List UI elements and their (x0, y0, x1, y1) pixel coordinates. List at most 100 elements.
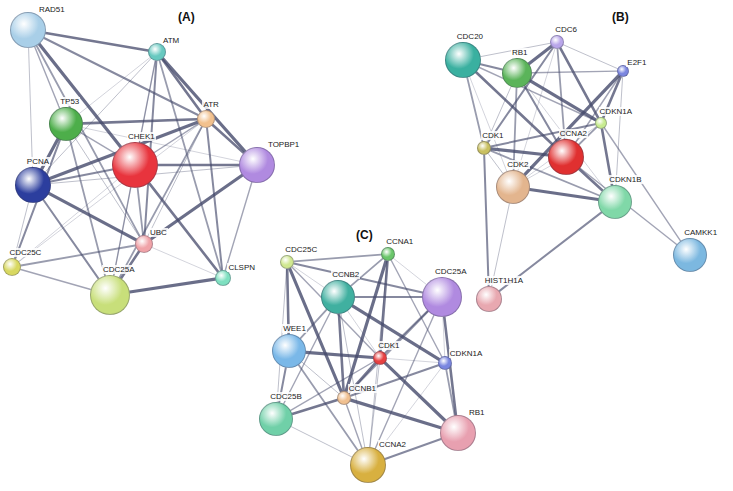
panel-label: (B) (612, 10, 629, 24)
protein-node: ATM (148, 43, 166, 61)
protein-node: CDKN1A (595, 117, 607, 129)
protein-node: TP53 (49, 107, 83, 141)
protein-node: CDC25C (280, 255, 294, 269)
interaction-edge (351, 400, 441, 428)
interaction-edge (481, 64, 503, 69)
protein-sphere (476, 286, 502, 312)
interaction-edge (29, 48, 33, 167)
interaction-edge (387, 359, 438, 363)
protein-node: CCNA2 (350, 447, 386, 483)
interaction-edge (349, 311, 428, 393)
protein-sphere (548, 139, 584, 175)
interaction-edge (43, 200, 98, 279)
protein-label: CAMKK1 (683, 228, 718, 237)
protein-label: CDC25C (284, 245, 318, 254)
protein-label: CDC6 (554, 25, 578, 34)
interaction-edge (21, 270, 91, 290)
protein-node: CAMKK1 (673, 238, 707, 272)
interaction-edge (488, 154, 503, 174)
protein-node: RB1 (440, 415, 476, 451)
interaction-edge (292, 400, 337, 414)
interaction-edge (394, 258, 427, 284)
protein-label: CDK1 (481, 131, 504, 140)
protein-label: UBC (149, 228, 168, 237)
panel-label: (A) (178, 10, 195, 24)
interaction-edge (514, 88, 517, 170)
protein-label: HIST1H1A (484, 276, 524, 285)
panel-label: (C) (356, 228, 373, 242)
protein-node: CHEK1 (112, 142, 158, 188)
protein-label: RB1 (511, 48, 529, 57)
interaction-edge (130, 279, 215, 292)
protein-sphere (15, 167, 51, 203)
protein-node: CDK2 (496, 170, 530, 204)
interaction-edge (163, 59, 245, 152)
protein-node: CDC25C (3, 258, 21, 276)
interaction-edge (148, 127, 202, 236)
protein-sphere (350, 447, 386, 483)
protein-label: CCNB2 (331, 270, 360, 279)
protein-label: CDC25A (434, 267, 468, 276)
protein-node: RAD51 (10, 12, 46, 48)
protein-label: CDC25B (269, 392, 303, 401)
protein-sphere (502, 58, 532, 88)
protein-sphere (445, 42, 481, 78)
protein-node: E2F1 (617, 65, 629, 77)
protein-node: CCNA1 (381, 247, 395, 261)
interaction-edge (488, 48, 553, 142)
interaction-edge (467, 78, 482, 142)
protein-sphere (49, 107, 83, 141)
protein-label: CHEK1 (127, 132, 156, 141)
interaction-edge (484, 155, 488, 286)
protein-node: CDC25A (422, 277, 462, 317)
interaction-edge (492, 204, 510, 287)
interaction-edge (81, 133, 116, 154)
protein-node: ATR (197, 110, 215, 128)
interaction-edge (15, 140, 60, 259)
interaction-edge (152, 248, 215, 275)
protein-label: CDKN1A (449, 349, 483, 358)
interaction-edge (225, 182, 252, 270)
interaction-edge (616, 77, 623, 185)
protein-sphere (381, 247, 395, 261)
protein-sphere (550, 35, 564, 49)
protein-sphere (440, 415, 476, 451)
protein-node: CDC20 (445, 42, 481, 78)
protein-node: CDKN1A (438, 356, 452, 370)
protein-label: CCNA2 (559, 129, 588, 138)
protein-label: CCNA2 (378, 440, 407, 449)
interaction-edge (291, 427, 352, 457)
protein-label: TP53 (59, 97, 80, 106)
interaction-edge (83, 119, 197, 123)
protein-sphere (438, 356, 452, 370)
protein-node: RB1 (502, 58, 532, 88)
protein-sphere (239, 147, 275, 183)
protein-label: TOPBP1 (267, 140, 300, 149)
protein-label: CDC25A (102, 265, 136, 274)
interaction-edge (446, 370, 454, 415)
protein-node: UBC (135, 235, 153, 253)
protein-label: E2F1 (626, 58, 647, 67)
protein-label: CDC20 (456, 32, 484, 41)
protein-node: CDC6 (550, 35, 564, 49)
protein-sphere (373, 351, 387, 365)
interaction-edge (158, 164, 239, 167)
protein-sphere (90, 275, 130, 315)
interaction-edge (370, 261, 388, 447)
interaction-edge (294, 255, 381, 262)
protein-sphere (280, 255, 294, 269)
protein-label: CDK2 (506, 160, 529, 169)
protein-sphere (673, 238, 707, 272)
interaction-edge (479, 68, 595, 121)
protein-sphere (135, 235, 153, 253)
protein-node: CDK1 (373, 351, 387, 365)
protein-label: CDK1 (377, 341, 400, 350)
protein-node: WEE1 (272, 334, 306, 368)
protein-sphere (148, 43, 166, 61)
protein-node: CCNB2 (321, 280, 355, 314)
protein-node: CDC25A (90, 275, 130, 315)
interaction-edge (162, 59, 200, 111)
protein-label: CDKN1B (608, 175, 642, 184)
protein-label: CDC25C (8, 248, 42, 257)
